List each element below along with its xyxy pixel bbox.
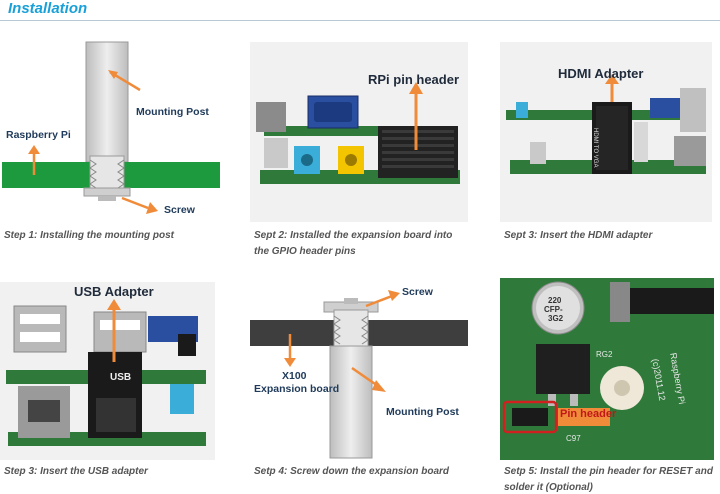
cap-text-1: 220 bbox=[548, 296, 562, 305]
step1-caption: Step 1: Installing the mounting post bbox=[4, 230, 174, 241]
step3-caption: Sept 3: Insert the HDMI adapter bbox=[504, 230, 653, 241]
step2-caption-line1: Sept 2: Installed the expansion board in… bbox=[254, 230, 453, 241]
step5-diagram: Screw X100 Expansion board Mounting Post bbox=[248, 280, 478, 460]
label-mounting-post: Mounting Post bbox=[136, 106, 209, 118]
step4-drawing bbox=[6, 299, 206, 446]
rg2-text: RG2 bbox=[596, 350, 613, 359]
step4-caption: Step 3: Insert the USB adapter bbox=[4, 466, 148, 477]
step3-drawing bbox=[506, 74, 706, 174]
c97-text: C97 bbox=[566, 434, 581, 443]
step2-photo: RPi pin header bbox=[250, 42, 468, 222]
step2-drawing bbox=[256, 82, 460, 184]
label-rpi-pin-header: RPi pin header bbox=[368, 72, 460, 87]
hdmi-chip-text: HDMI TO VGA bbox=[592, 128, 598, 168]
label-usb-adapter: USB Adapter bbox=[74, 284, 154, 299]
cap-text-2: CFP- bbox=[544, 305, 563, 314]
step6-drawing bbox=[502, 281, 714, 434]
step2-caption: Sept 2: Installed the expansion board in… bbox=[254, 228, 452, 260]
step1-diagram: Mounting Post Raspberry Pi Screw bbox=[0, 40, 230, 225]
step6-caption-line1: Setp 5: Install the pin header for RESET… bbox=[504, 466, 713, 477]
label-screw: Screw bbox=[164, 204, 195, 216]
page-title: Installation bbox=[8, 0, 88, 17]
step5-caption: Setp 4: Screw down the expansion board bbox=[254, 466, 450, 477]
label-pin-header: Pin header bbox=[560, 408, 617, 420]
step6-photo: 220 CFP- 3G2 RG2 (c)2011.12 Raspberry Pi… bbox=[500, 278, 714, 460]
step5-drawing bbox=[250, 290, 468, 459]
step3-photo: HDMI Adapter HDMI TO VGA bbox=[500, 42, 712, 222]
step1-drawing bbox=[2, 41, 220, 214]
label-hdmi-adapter: HDMI Adapter bbox=[558, 66, 644, 81]
usb-chip-text: USB bbox=[110, 372, 132, 383]
label-x100: X100 bbox=[282, 370, 307, 382]
step6-caption: Setp 5: Install the pin header for RESET… bbox=[504, 464, 713, 494]
step2-caption-line2: the GPIO header pins bbox=[254, 246, 356, 257]
label-expansion-board: Expansion board bbox=[254, 383, 340, 395]
step4-photo: USB Adapter USB bbox=[0, 282, 215, 460]
title-divider bbox=[0, 20, 720, 21]
step6-caption-line2: solder it (Optional) bbox=[504, 482, 593, 493]
label-step4-screw: Screw bbox=[402, 286, 433, 298]
cap-text-3: 3G2 bbox=[548, 314, 564, 323]
label-step4-mounting-post: Mounting Post bbox=[386, 406, 459, 418]
label-raspberry-pi: Raspberry Pi bbox=[6, 129, 71, 141]
